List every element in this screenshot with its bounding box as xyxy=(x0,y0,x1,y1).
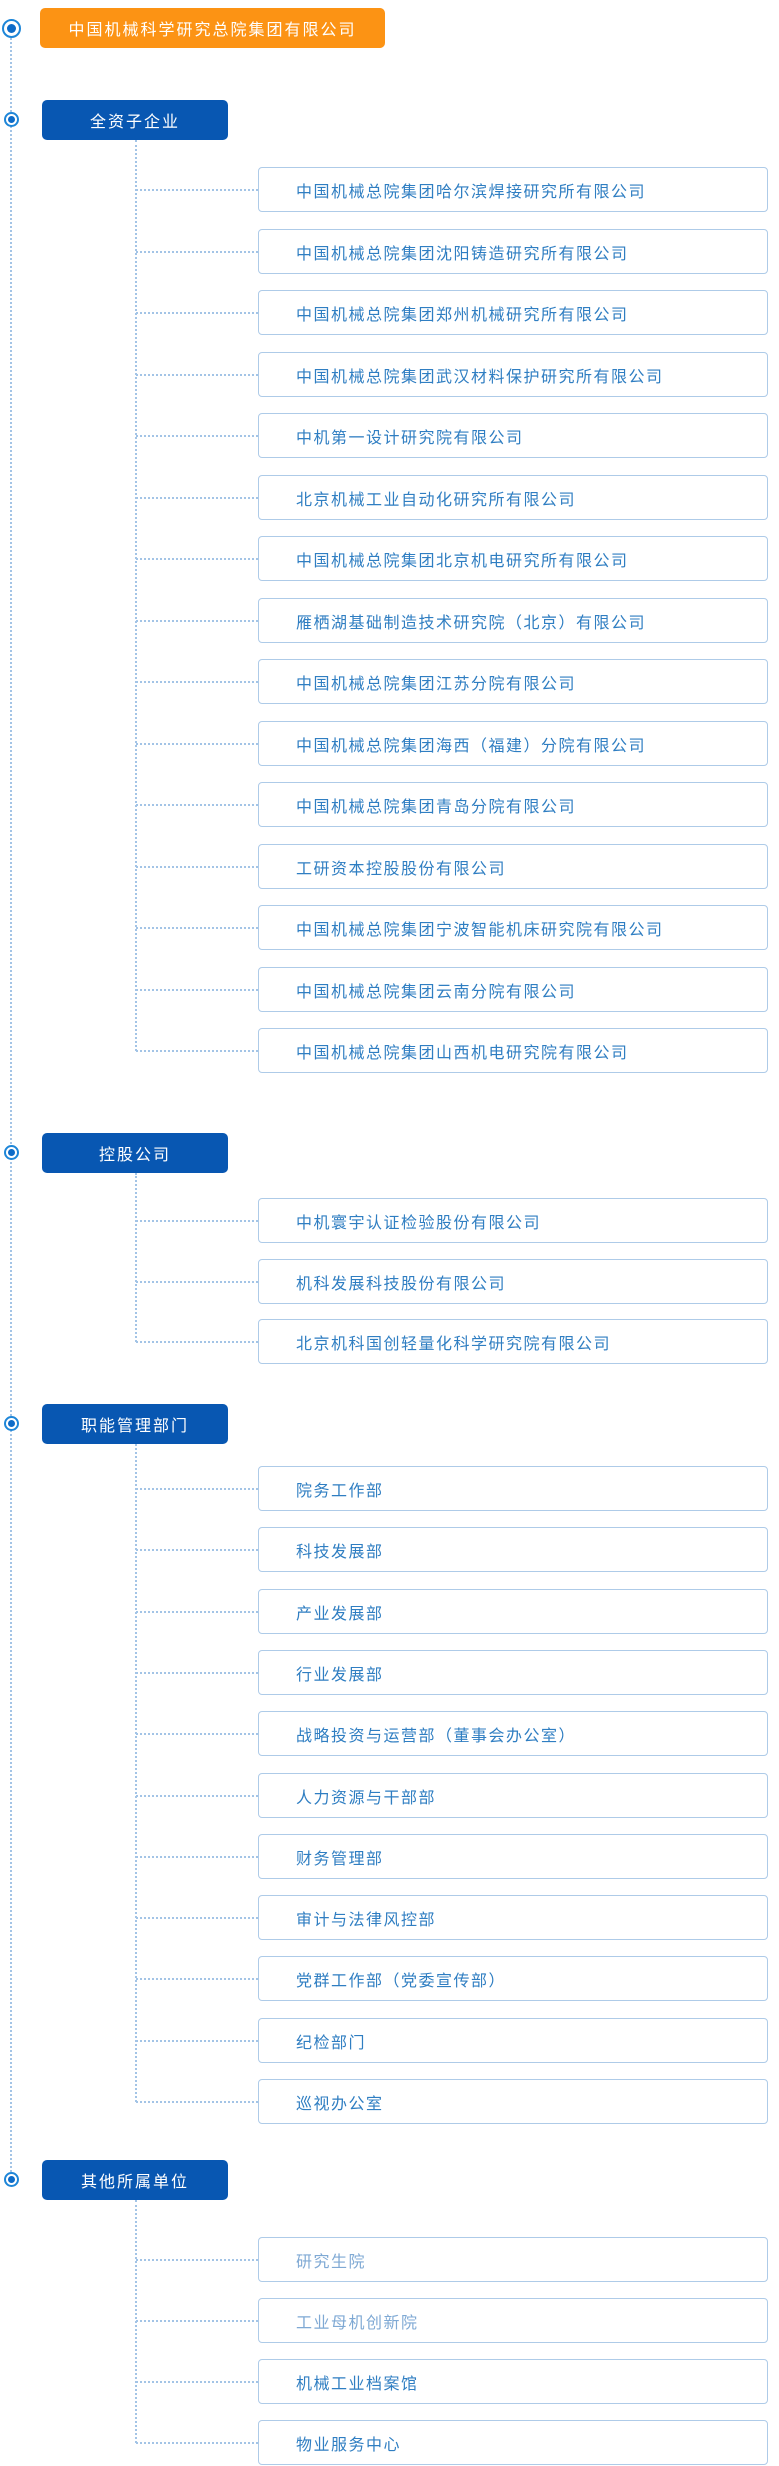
org-item-node[interactable]: 雁栖湖基础制造技术研究院（北京）有限公司 xyxy=(258,598,768,643)
item-branch-connector xyxy=(136,374,258,376)
main-trunk-connector xyxy=(10,38,12,2180)
item-branch-connector xyxy=(136,2259,258,2261)
item-branch-connector xyxy=(136,866,258,868)
item-branch-connector xyxy=(136,251,258,253)
org-item-node[interactable]: 中国机械总院集团哈尔滨焊接研究所有限公司 xyxy=(258,167,768,212)
org-item-node[interactable]: 北京机械工业自动化研究所有限公司 xyxy=(258,475,768,520)
item-branch-connector xyxy=(136,1733,258,1735)
org-item-node[interactable]: 中国机械总院集团青岛分院有限公司 xyxy=(258,782,768,827)
item-branch-connector xyxy=(136,2442,258,2444)
item-branch-connector xyxy=(136,2381,258,2383)
org-item-node[interactable]: 财务管理部 xyxy=(258,1834,768,1879)
item-branch-connector xyxy=(136,1978,258,1980)
org-item-node[interactable]: 中机寰宇认证检验股份有限公司 xyxy=(258,1198,768,1243)
item-branch-connector xyxy=(136,1611,258,1613)
ring-dot-icon xyxy=(8,116,15,123)
org-item-node[interactable]: 中国机械总院集团郑州机械研究所有限公司 xyxy=(258,290,768,335)
item-branch-connector xyxy=(136,1856,258,1858)
item-branch-connector xyxy=(136,743,258,745)
section-node[interactable]: 全资子企业 xyxy=(42,100,228,140)
org-item-node[interactable]: 战略投资与运营部（董事会办公室） xyxy=(258,1711,768,1756)
org-item-node[interactable]: 行业发展部 xyxy=(258,1650,768,1695)
radio-ring-icon[interactable] xyxy=(4,2172,19,2187)
org-item-node[interactable]: 机械工业档案馆 xyxy=(258,2359,768,2404)
org-item-node[interactable]: 中国机械总院集团北京机电研究所有限公司 xyxy=(258,536,768,581)
item-branch-connector xyxy=(136,1341,258,1343)
org-item-node[interactable]: 中国机械总院集团山西机电研究院有限公司 xyxy=(258,1028,768,1073)
radio-ring-icon[interactable] xyxy=(4,1416,19,1431)
org-item-node[interactable]: 中国机械总院集团沈阳铸造研究所有限公司 xyxy=(258,229,768,274)
item-branch-connector xyxy=(136,804,258,806)
item-branch-connector xyxy=(136,620,258,622)
item-branch-connector xyxy=(136,1281,258,1283)
item-branch-connector xyxy=(136,989,258,991)
item-branch-connector xyxy=(136,312,258,314)
item-branch-connector xyxy=(136,1672,258,1674)
org-item-node[interactable]: 中国机械总院集团武汉材料保护研究所有限公司 xyxy=(258,352,768,397)
section-children-connector xyxy=(135,140,137,1051)
radio-ring-icon[interactable] xyxy=(4,112,19,127)
item-branch-connector xyxy=(136,927,258,929)
org-item-node[interactable]: 研究生院 xyxy=(258,2237,768,2282)
item-branch-connector xyxy=(136,681,258,683)
ring-dot-icon xyxy=(8,1420,15,1427)
org-item-node[interactable]: 北京机科国创轻量化科学研究院有限公司 xyxy=(258,1319,768,1364)
item-branch-connector xyxy=(136,558,258,560)
root-node[interactable]: 中国机械科学研究总院集团有限公司 xyxy=(40,8,385,48)
item-branch-connector xyxy=(136,2101,258,2103)
org-item-node[interactable]: 纪检部门 xyxy=(258,2018,768,2063)
item-branch-connector xyxy=(136,2040,258,2042)
section-children-connector xyxy=(135,1444,137,2102)
org-item-node[interactable]: 中国机械总院集团海西（福建）分院有限公司 xyxy=(258,721,768,766)
ring-dot-icon xyxy=(8,1149,15,1156)
org-item-node[interactable]: 巡视办公室 xyxy=(258,2079,768,2124)
item-branch-connector xyxy=(136,189,258,191)
item-branch-connector xyxy=(136,1795,258,1797)
item-branch-connector xyxy=(136,1220,258,1222)
section-children-connector xyxy=(135,1173,137,1342)
org-item-node[interactable]: 科技发展部 xyxy=(258,1527,768,1572)
item-branch-connector xyxy=(136,1917,258,1919)
org-item-node[interactable]: 机科发展科技股份有限公司 xyxy=(258,1259,768,1304)
org-item-node[interactable]: 中国机械总院集团宁波智能机床研究院有限公司 xyxy=(258,905,768,950)
ring-dot-icon xyxy=(7,24,16,33)
org-item-node[interactable]: 审计与法律风控部 xyxy=(258,1895,768,1940)
org-item-node[interactable]: 产业发展部 xyxy=(258,1589,768,1634)
ring-dot-icon xyxy=(8,2176,15,2183)
org-item-node[interactable]: 党群工作部（党委宣传部） xyxy=(258,1956,768,2001)
org-item-node[interactable]: 中机第一设计研究院有限公司 xyxy=(258,413,768,458)
radio-ring-icon[interactable] xyxy=(4,1145,19,1160)
item-branch-connector xyxy=(136,1488,258,1490)
section-node[interactable]: 职能管理部门 xyxy=(42,1404,228,1444)
org-item-node[interactable]: 工业母机创新院 xyxy=(258,2298,768,2343)
section-node[interactable]: 控股公司 xyxy=(42,1133,228,1173)
org-item-node[interactable]: 物业服务中心 xyxy=(258,2420,768,2465)
org-item-node[interactable]: 中国机械总院集团云南分院有限公司 xyxy=(258,967,768,1012)
item-branch-connector xyxy=(136,1050,258,1052)
section-node[interactable]: 其他所属单位 xyxy=(42,2160,228,2200)
item-branch-connector xyxy=(136,435,258,437)
org-item-node[interactable]: 院务工作部 xyxy=(258,1466,768,1511)
item-branch-connector xyxy=(136,2320,258,2322)
item-branch-connector xyxy=(136,1549,258,1551)
item-branch-connector xyxy=(136,497,258,499)
radio-ring-icon[interactable] xyxy=(2,19,21,38)
org-item-node[interactable]: 人力资源与干部部 xyxy=(258,1773,768,1818)
org-item-node[interactable]: 中国机械总院集团江苏分院有限公司 xyxy=(258,659,768,704)
org-item-node[interactable]: 工研资本控股股份有限公司 xyxy=(258,844,768,889)
